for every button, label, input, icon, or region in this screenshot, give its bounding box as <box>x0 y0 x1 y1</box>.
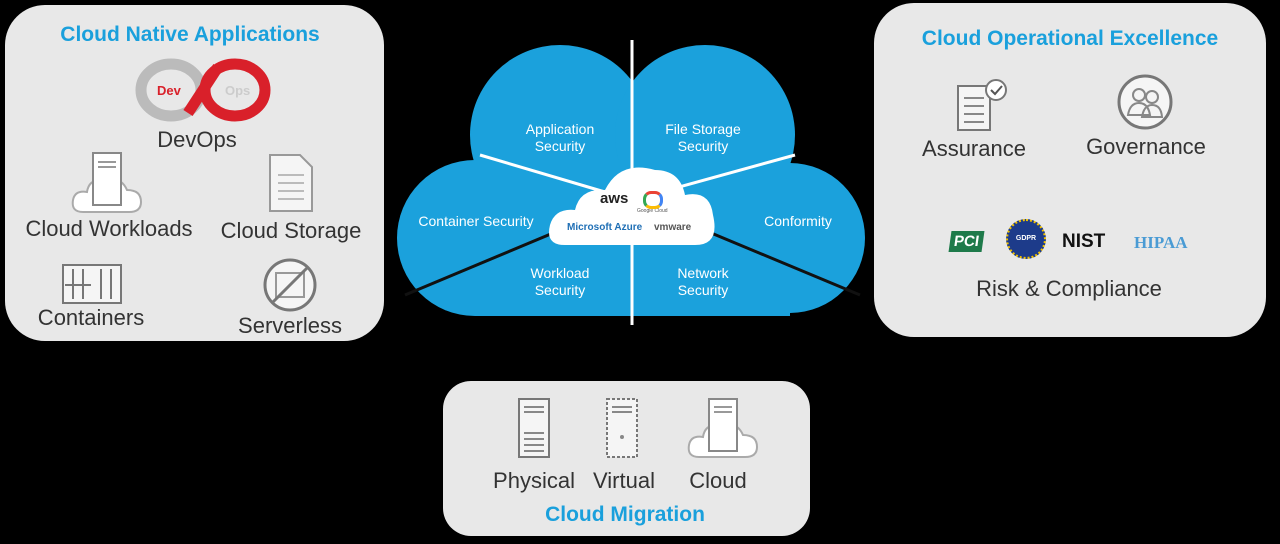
devops-infinity-icon: Dev Ops <box>135 58 271 122</box>
assurance-label: Assurance <box>922 136 1026 161</box>
governance-label: Governance <box>1086 134 1206 159</box>
segment-workload-security: Workload Security <box>530 265 590 298</box>
devops-label: DevOps <box>157 127 237 152</box>
cloud-label: Cloud <box>689 468 747 493</box>
hipaa-logo: HIPAA <box>1134 233 1188 252</box>
cloud-migration-title: Cloud Migration <box>545 503 705 526</box>
cloud-security-diagram <box>397 40 865 325</box>
segment-conformity: Conformity <box>764 213 832 229</box>
serverless-icon <box>263 258 317 312</box>
devops-ops-text: Ops <box>225 83 250 98</box>
assurance-checklist-icon <box>957 79 1007 131</box>
containers-icon <box>62 264 122 304</box>
cloud-storage-icon <box>269 154 313 212</box>
vmware-logo: vmware <box>654 222 692 233</box>
cloud-native-panel: Cloud Native Applications Dev Ops DevOps… <box>5 5 384 341</box>
cloud-native-title: Cloud Native Applications <box>60 23 320 46</box>
microsoft-azure-logo: Microsoft Azure <box>567 222 643 233</box>
segment-application-security: Application Security <box>525 121 595 154</box>
aws-logo: aws <box>600 190 629 207</box>
google-cloud-icon <box>643 191 663 209</box>
segment-container-security: Container Security <box>418 213 534 229</box>
pci-logo: PCI <box>948 231 985 252</box>
governance-icon <box>1117 74 1173 130</box>
operational-excellence-title: Cloud Operational Excellence <box>921 27 1219 50</box>
cloud-migration-panel: Physical Virtual Cloud Cloud Migration <box>443 381 810 536</box>
physical-label: Physical <box>493 468 575 493</box>
containers-label: Containers <box>37 305 145 330</box>
virtual-label: Virtual <box>593 468 655 493</box>
google-cloud-logo: Google Cloud <box>637 208 668 214</box>
cloud-storage-label: Cloud Storage <box>220 218 362 243</box>
devops-dev-text: Dev <box>157 83 182 98</box>
segment-file-storage-security: File Storage Security <box>665 121 741 154</box>
serverless-label: Serverless <box>238 313 342 338</box>
virtual-server-icon <box>606 398 638 458</box>
operational-excellence-panel: Cloud Operational Excellence Assurance G… <box>874 3 1266 337</box>
nist-logo: NIST <box>1062 231 1106 252</box>
risk-compliance-label: Risk & Compliance <box>976 276 1162 301</box>
cloud-server-icon <box>687 398 759 458</box>
segment-network-security: Network Security <box>677 265 729 298</box>
provider-cloud <box>549 167 715 245</box>
gdpr-logo: GDPR <box>1006 219 1046 259</box>
physical-server-icon <box>518 398 550 458</box>
cloud-workloads-icon <box>71 152 143 213</box>
cloud-workloads-label: Cloud Workloads <box>25 216 193 241</box>
